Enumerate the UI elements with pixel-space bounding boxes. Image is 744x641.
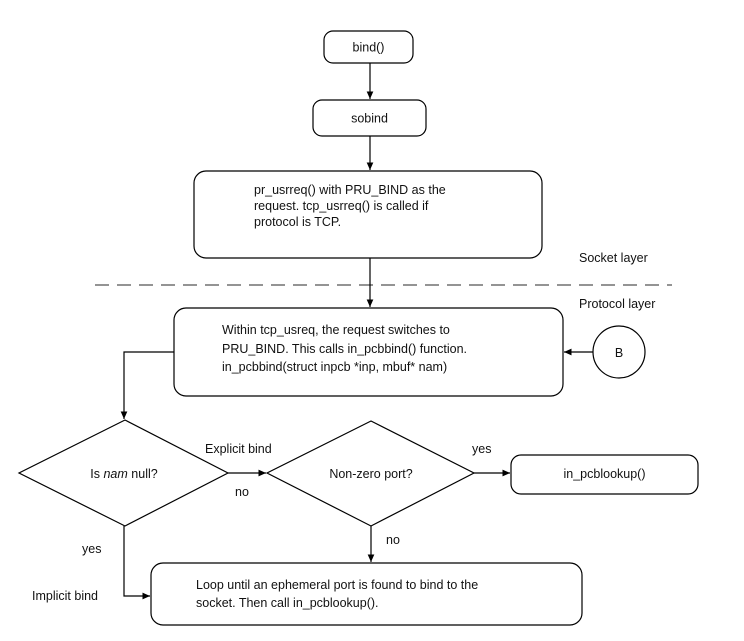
node-pr-usrreq: pr_usrreq() with PRU_BIND as the request…	[193, 170, 543, 259]
node-tcp-usrreq-line-2: PRU_BIND. This calls in_pcbbind() functi…	[222, 342, 467, 356]
node-sobind: sobind	[312, 99, 427, 137]
node-bind-label: bind()	[353, 41, 385, 55]
node-bind: bind()	[323, 30, 414, 64]
node-pr-usrreq-line-2: request. tcp_usrreq() is called if	[254, 199, 429, 213]
socket-layer-label: Socket layer	[579, 251, 648, 265]
node-in-pcblookup: in_pcblookup()	[510, 454, 699, 495]
node-ephemeral-loop-line-1: Loop until an ephemeral port is found to…	[196, 578, 478, 592]
node-connector-b-label: B	[615, 346, 623, 360]
edge-label-yes-2: yes	[82, 542, 101, 556]
node-non-zero-port: Non-zero port?	[265, 420, 476, 527]
edge-tcp-usrreq-to-is-nam-null	[120, 351, 174, 419]
node-pr-usrreq-line-3: protocol is TCP.	[254, 215, 341, 229]
node-tcp-usrreq: Within tcp_usreq, the request switches t…	[173, 307, 564, 397]
edge-label-no-1: no	[235, 485, 249, 499]
node-in-pcblookup-label: in_pcblookup()	[564, 467, 646, 481]
node-is-nam-null-label: Is nam null?	[90, 467, 157, 481]
edge-label-implicit-bind: Implicit bind	[32, 589, 98, 603]
node-ephemeral-loop-line-2: socket. Then call in_pcblookup().	[196, 596, 379, 610]
edge-implicit-bind	[123, 526, 150, 600]
node-tcp-usrreq-line-3: in_pcbbind(struct inpcb *inp, mbuf* nam)	[222, 360, 447, 374]
edge-label-no-2: no	[386, 533, 400, 547]
protocol-layer-label: Protocol layer	[579, 297, 655, 311]
edge-label-explicit-bind: Explicit bind	[205, 442, 272, 456]
edge-label-yes-1: yes	[472, 442, 491, 456]
node-connector-b: B	[592, 325, 646, 379]
node-tcp-usrreq-line-1: Within tcp_usreq, the request switches t…	[222, 323, 450, 337]
node-pr-usrreq-line-1: pr_usrreq() with PRU_BIND as the	[254, 183, 446, 197]
node-ephemeral-loop: Loop until an ephemeral port is found to…	[150, 562, 583, 626]
node-is-nam-null: Is nam null?	[17, 419, 230, 527]
node-sobind-label: sobind	[351, 112, 388, 126]
node-non-zero-port-label: Non-zero port?	[329, 467, 412, 481]
